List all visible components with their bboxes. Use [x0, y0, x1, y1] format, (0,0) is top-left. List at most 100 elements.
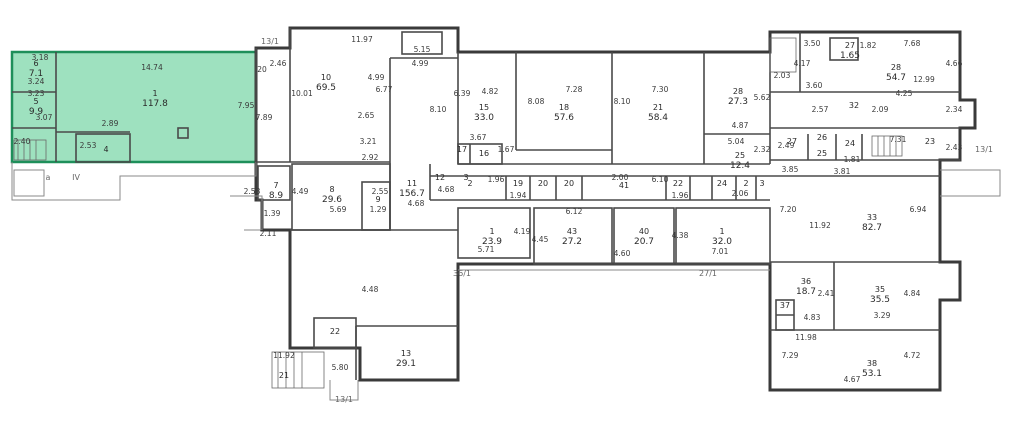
dimension-label: 3.81 [834, 167, 851, 176]
room-number-label: 8 [329, 185, 334, 194]
dimension-label: 6.77 [376, 85, 393, 94]
axis-label: a [46, 173, 51, 182]
room-number-label: 36 [801, 277, 811, 286]
dimension-label: 2.40 [14, 137, 31, 146]
room-area-label: 33.0 [474, 113, 494, 123]
dimension-label: 7.01 [712, 247, 729, 256]
dimension-label: 4.87 [732, 121, 749, 130]
dimension-label: 2.65 [358, 111, 375, 120]
dimension-label: 3.21 [360, 137, 377, 146]
room-number-label: 22 [330, 327, 340, 336]
room-number-label: 43 [567, 227, 577, 236]
room-number-label: 18 [559, 103, 569, 112]
dimension-label: 8.10 [614, 97, 631, 106]
room-number-label: 22 [673, 179, 683, 188]
dimension-label: 5.69 [330, 205, 347, 214]
room-number-label: 20 [538, 179, 548, 188]
room-area-label: 9.9 [29, 107, 44, 117]
dimension-label: 4.48 [362, 285, 379, 294]
room-number-label: 11 [407, 179, 417, 188]
room-area-label: 20.7 [634, 237, 654, 247]
dimension-label: 4.66 [946, 59, 963, 68]
room-number-label: 6 [33, 59, 38, 68]
room-number-label: 1 [489, 227, 494, 236]
room-area-label: 156.7 [399, 189, 425, 199]
dimension-label: 3.07 [36, 113, 53, 122]
dimension-label: 12.99 [913, 75, 935, 84]
room-number-label: 37 [780, 301, 790, 310]
room-number-label: 9 [375, 195, 380, 204]
room-number-label: 28 [733, 87, 743, 96]
dimension-label: 1.94 [510, 191, 527, 200]
room-number-label: 27 [845, 41, 855, 50]
room-area-label: 7.1 [29, 69, 43, 79]
room-number-label: 1 [719, 227, 724, 236]
dimension-label: 3.29 [874, 311, 891, 320]
room-area-label: 82.7 [862, 223, 882, 233]
room-area-label: 57.6 [554, 113, 574, 123]
room-number-label: 25 [817, 149, 827, 158]
dimension-label: 5.80 [332, 363, 349, 372]
dimension-label: 2.89 [102, 119, 119, 128]
dimension-label: 4.68 [438, 185, 455, 194]
dimension-label: 3.85 [782, 165, 799, 174]
dimension-label: 5.62 [754, 93, 771, 102]
room-area-label: 29.6 [322, 195, 342, 205]
dimension-label: 2.92 [362, 153, 379, 162]
dimension-label: 1.39 [264, 209, 281, 218]
axis-label: IV [72, 173, 80, 182]
dimension-label: 11.98 [795, 333, 817, 342]
dimension-label: 1.82 [860, 41, 877, 50]
room-number-label: 41 [619, 181, 629, 190]
dimension-label: 2.53 [244, 187, 261, 196]
room-number-label: 35 [875, 285, 885, 294]
dimension-label: 7.95 [238, 101, 255, 110]
room-area-label: 1.65 [840, 51, 860, 61]
room-area-label: 54.7 [886, 73, 906, 83]
dimension-label: 4.60 [614, 249, 631, 258]
dimension-label: 2.41 [818, 289, 835, 298]
room-area-label: 27.3 [728, 97, 748, 107]
dimension-label: 2.03 [774, 71, 791, 80]
dimension-label: 2.34 [946, 105, 963, 114]
room-number-label: 25 [735, 151, 745, 160]
room-number-label: 19 [513, 179, 523, 188]
room-area-label: 18.7 [796, 287, 816, 297]
room-area-label: 35.5 [870, 295, 890, 305]
room-number-label: 4 [103, 145, 108, 154]
dimension-label: 4.72 [904, 351, 921, 360]
highlighted-premises[interactable] [10, 50, 258, 164]
dimension-label: 3.18 [32, 53, 49, 62]
dimension-label: 5.04 [728, 137, 745, 146]
dimension-label: 3.23 [28, 89, 45, 98]
axis-label: 36/1 [453, 269, 471, 278]
dimension-label: 6.12 [566, 207, 583, 216]
room-number-label: 26 [817, 133, 827, 142]
dimension-label: 4.67 [844, 375, 861, 384]
dimension-label: 14.74 [141, 63, 163, 72]
room-number-label: 3 [759, 179, 764, 188]
room-area-label: 27.2 [562, 237, 582, 247]
room-area-label: 58.4 [648, 113, 668, 123]
dimension-label: 1.96 [672, 191, 689, 200]
dimension-label: 4.83 [804, 313, 821, 322]
dimension-label: 5.15 [414, 45, 431, 54]
room-number-label: 38 [867, 359, 877, 368]
room-number-label: 10 [321, 73, 331, 82]
dimension-label: 20 [257, 65, 267, 74]
room-number-label: 28 [891, 63, 901, 72]
dimension-label: 7.28 [566, 85, 583, 94]
dimension-label: 2.11 [260, 229, 277, 238]
outer-wall [254, 26, 977, 392]
dimension-label: 1.67 [498, 145, 515, 154]
room-area-label: 8.9 [269, 191, 284, 201]
dimension-label: 2.46 [270, 59, 287, 68]
room-number-label: 24 [717, 179, 727, 188]
room-number-label: 33 [867, 213, 877, 222]
dimension-label: 2.57 [812, 105, 829, 114]
axis-label: 13/1 [335, 395, 353, 404]
room-area-label: 23.9 [482, 237, 502, 247]
room-number-label: 13 [401, 349, 411, 358]
room-number-label: 16 [479, 149, 489, 158]
